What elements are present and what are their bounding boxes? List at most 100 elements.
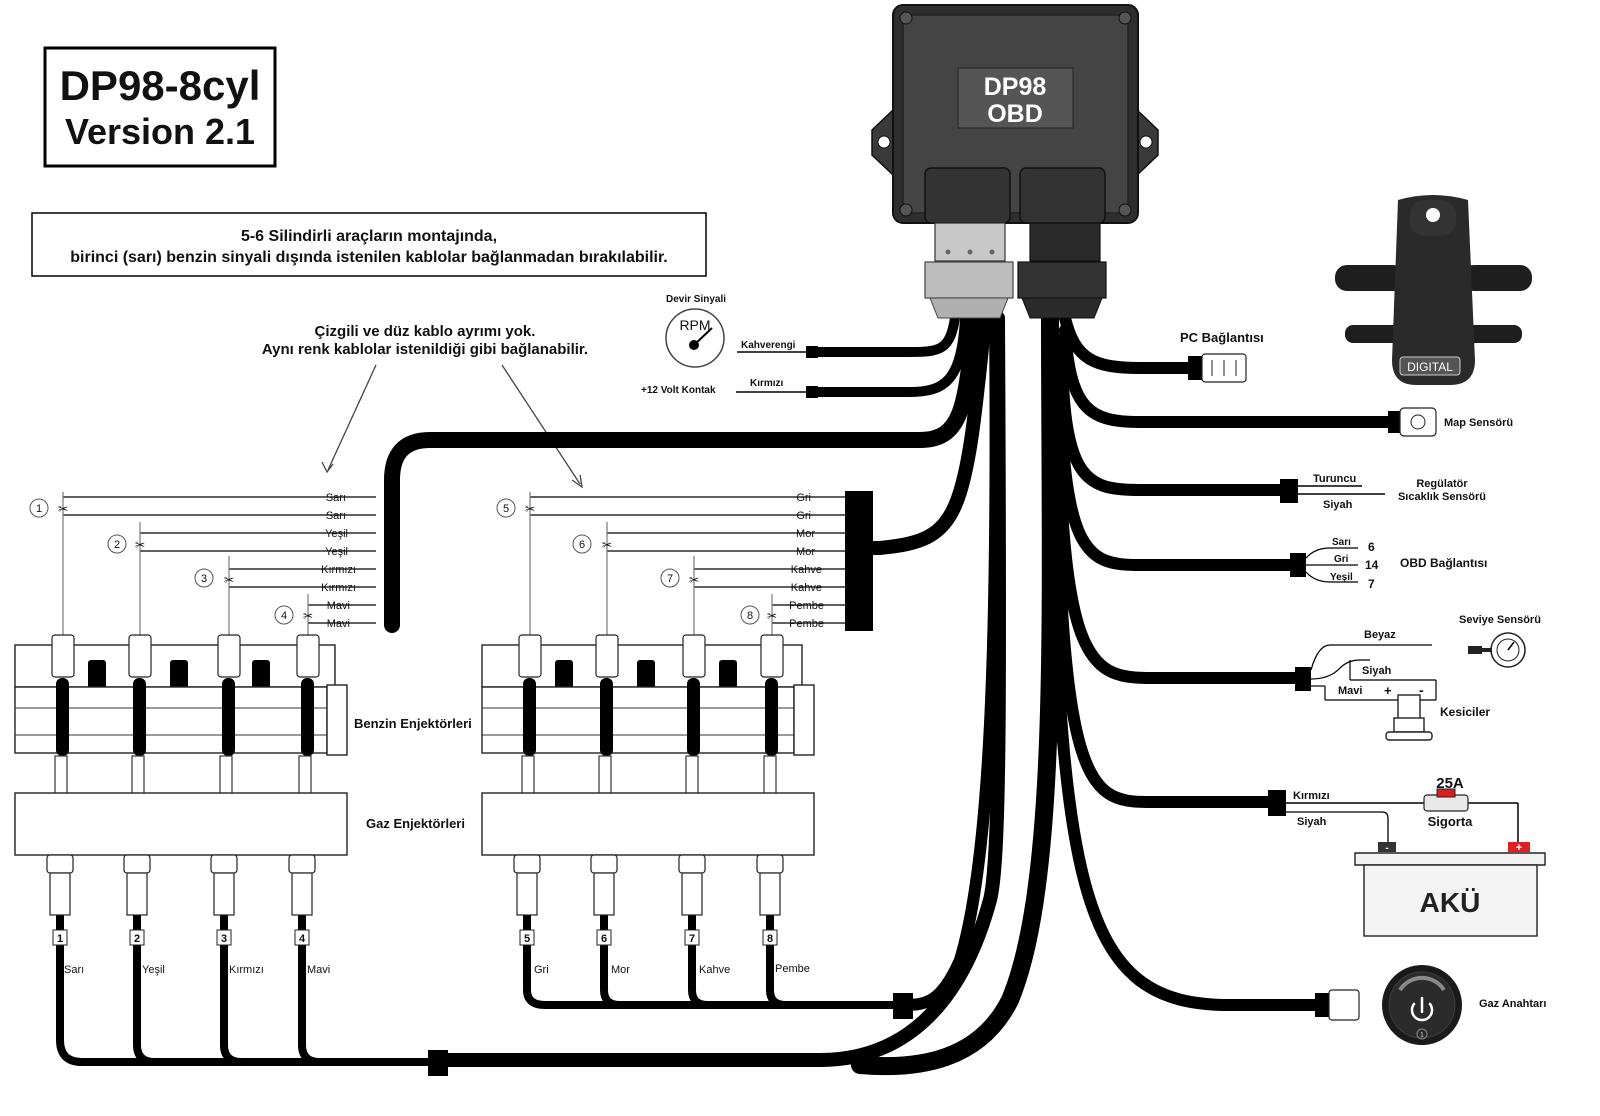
regulator-label-line1: Regülatör — [1416, 478, 1468, 490]
left-wire-label-5: Kırmızı — [321, 564, 356, 576]
right-wire-label-7: Pembe — [789, 600, 824, 612]
cyl-num-1: 1 — [36, 503, 42, 515]
right-wire-label-1: Gri — [796, 492, 811, 504]
right-wire-label-8: Pembe — [789, 618, 824, 630]
svg-text:✂: ✂ — [767, 609, 777, 623]
svg-text:✂: ✂ — [303, 609, 313, 623]
battery-icon — [1363, 864, 1538, 937]
battery-minus: - — [1385, 843, 1388, 854]
pc-connection: PC Bağlantısı — [1180, 330, 1264, 383]
cable-note-line2: Aynı renk kablolar istenildiği gibi bağl… — [262, 341, 588, 358]
right-injector-bank: 5 6 7 8 Gri Mor Kahve Pembe — [481, 634, 815, 976]
map-sensor-icon — [1426, 208, 1440, 222]
level-wire-white: Beyaz — [1364, 629, 1396, 641]
note-arrow-right — [501, 364, 581, 485]
gas-wire-label-7: Kahve — [699, 964, 730, 976]
cyl-num-5: 5 — [503, 503, 509, 515]
battery-wire-red: Kırmızı — [1293, 790, 1330, 802]
cable-note-line1: Çizgili ve düz kablo ayrımı yok. — [315, 323, 536, 340]
fuse-rating: 25A — [1436, 775, 1464, 792]
gas-wire-label-5: Gri — [534, 964, 549, 976]
gas-switch: 1 Gaz Anahtarı — [1315, 965, 1546, 1045]
cylinder-note-line1: 5-6 Silindirli araçların montajında, — [241, 228, 497, 245]
cylinder-note-line2: birinci (sarı) benzin sinyali dışında is… — [70, 249, 668, 266]
benzin-label: Benzin Enjektörleri — [354, 716, 472, 731]
gas-wire-label-2: Yeşil — [142, 964, 165, 976]
obd-pin-3: 7 — [1368, 577, 1375, 591]
left-wire-label-2: Sarı — [326, 510, 346, 522]
switch-led-number: 1 — [1420, 1032, 1424, 1039]
level-wire-blue: Mavi — [1338, 685, 1362, 697]
title-line1: DP98-8cyl — [60, 62, 261, 109]
ecu-unit: DP98 OBD — [871, 4, 1159, 224]
level-sensor-group: Beyaz Siyah Mavi + - Seviye Sensörü Kesi… — [1295, 614, 1541, 741]
solenoid-icon — [1385, 694, 1433, 741]
gas-num-1: 1 — [57, 933, 63, 945]
gas-wire-label-8: Pembe — [775, 963, 810, 975]
power-icon — [1410, 996, 1434, 1022]
right-wire-label-6: Kahve — [791, 582, 822, 594]
regulator-label-line2: Sıcaklık Sensörü — [1398, 491, 1486, 503]
ecu-label-line2: OBD — [987, 100, 1043, 128]
gas-num-7: 7 — [689, 933, 695, 945]
svg-text:✂: ✂ — [525, 502, 535, 516]
obd-wire-color-2: Gri — [1334, 554, 1349, 565]
gas-wire-label-6: Mor — [611, 964, 630, 976]
fuse-label: Sigorta — [1428, 814, 1474, 829]
cyl-num-7: 7 — [667, 573, 673, 585]
battery-plus: + — [1516, 842, 1522, 854]
svg-text:✂: ✂ — [224, 573, 234, 587]
rpm-signal: Devir Sinyali RPM Kahverengi — [665, 294, 818, 368]
title-line2: Version 2.1 — [65, 111, 255, 152]
harness-cables — [56, 309, 1394, 1076]
obd-connection: Sarı Gri Yeşil 6 14 7 OBD Bağlantısı — [1290, 537, 1487, 591]
svg-text:✂: ✂ — [58, 502, 68, 516]
gaz-label: Gaz Enjektörleri — [366, 816, 465, 831]
ecu-label-line1: DP98 — [984, 73, 1047, 101]
obd-label: OBD Bağlantısı — [1400, 556, 1487, 570]
level-plus: + — [1384, 683, 1392, 698]
level-minus: - — [1419, 682, 1424, 698]
ignition-wire-label: Kırmızı — [750, 378, 784, 389]
level-wire-black: Siyah — [1362, 665, 1392, 677]
map-badge: DIGITAL — [1407, 360, 1453, 374]
ignition-signal: +12 Volt Kontak Kırmızı — [641, 378, 818, 398]
cylinder-note: 5-6 Silindirli araçların montajında, bir… — [31, 212, 707, 277]
cyl-num-3: 3 — [201, 573, 207, 585]
gas-num-5: 5 — [524, 933, 530, 945]
title-box: DP98-8cyl Version 2.1 — [43, 46, 277, 168]
left-wire-label-6: Kırmızı — [321, 582, 356, 594]
cutters-label: Kesiciler — [1440, 705, 1490, 719]
gas-wire-label-1: Sarı — [64, 964, 84, 976]
pc-label: PC Bağlantısı — [1180, 330, 1264, 345]
left-injector-bank: Benzin Enjektörleri Gaz Enjektörleri 1 2… — [14, 634, 472, 976]
gas-num-4: 4 — [299, 933, 306, 945]
ecu-connector-grey — [924, 222, 1014, 319]
cyl-num-6: 6 — [579, 539, 585, 551]
right-wire-label-2: Gri — [796, 510, 811, 522]
cable-note: Çizgili ve düz kablo ayrımı yok. Aynı re… — [262, 323, 588, 489]
map-label: Map Sensörü — [1444, 417, 1513, 429]
rpm-wire-label: Kahverengi — [741, 340, 796, 351]
rpm-gauge-icon — [665, 308, 725, 368]
left-wire-label-7: Mavi — [327, 600, 350, 612]
obd-pin-2: 14 — [1365, 558, 1379, 572]
left-wire-label-1: Sarı — [326, 492, 346, 504]
cyl-num-2: 2 — [114, 539, 120, 551]
rpm-title: Devir Sinyali — [666, 294, 726, 305]
left-wire-label-8: Mavi — [327, 618, 350, 630]
obd-wire-color-3: Yeşil — [1330, 572, 1353, 583]
obd-wire-color-1: Sarı — [1332, 537, 1351, 548]
gas-num-2: 2 — [134, 933, 140, 945]
gas-num-8: 8 — [767, 933, 773, 945]
ignition-label: +12 Volt Kontak — [641, 385, 716, 396]
gas-wire-label-3: Kırmızı — [229, 964, 264, 976]
regulator-wire-1: Turuncu — [1313, 473, 1356, 485]
right-wire-label-4: Mor — [796, 546, 815, 558]
left-wire-label-4: Yeşil — [325, 546, 348, 558]
petrol-wires-right: Gri Gri Mor Mor Kahve Kahve Pembe Pembe … — [496, 491, 873, 640]
switch-label: Gaz Anahtarı — [1479, 998, 1546, 1010]
battery-group: Kırmızı Siyah 25A Sigorta - + AKÜ — [1268, 775, 1546, 937]
battery-label: AKÜ — [1420, 887, 1481, 918]
